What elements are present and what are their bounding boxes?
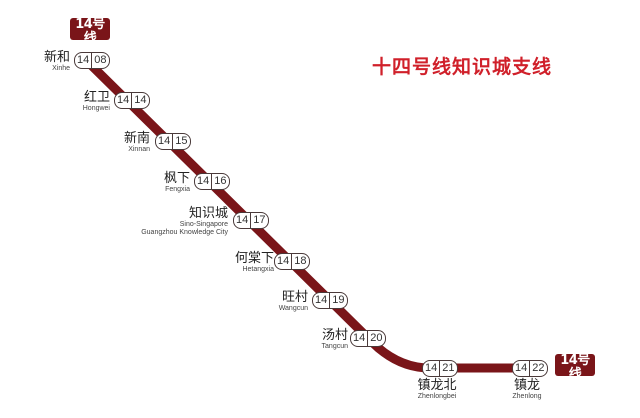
- station-knowledge-city[interactable]: 知识城 Sino-Singapore Guangzhou Knowledge C…: [141, 206, 228, 236]
- station-fengxia[interactable]: 枫下 Fengxia: [163, 171, 190, 193]
- station-tangcun[interactable]: 汤村 Tangcun: [321, 328, 348, 350]
- station-hongwei[interactable]: 红卫 Hongwei: [82, 90, 110, 112]
- line-badge-end: 14号线 Line 14: [555, 354, 595, 389]
- map-title: 十四号线知识城支线: [372, 56, 553, 78]
- station-xinhe[interactable]: 新和 Xinhe: [43, 50, 70, 72]
- station-zhenlong[interactable]: 镇龙 Zhenlong: [512, 378, 542, 400]
- line-badge-top: 14号线 Line 14: [70, 18, 110, 53]
- station-zhenlongbei[interactable]: 镇龙北 Zhenlongbei: [417, 378, 457, 400]
- station-hetangxia[interactable]: 何棠下 Hetangxia: [234, 251, 274, 273]
- station-wangcun[interactable]: 旺村 Wangcun: [278, 290, 308, 312]
- station-xinnan[interactable]: 新南 Xinnan: [123, 131, 150, 153]
